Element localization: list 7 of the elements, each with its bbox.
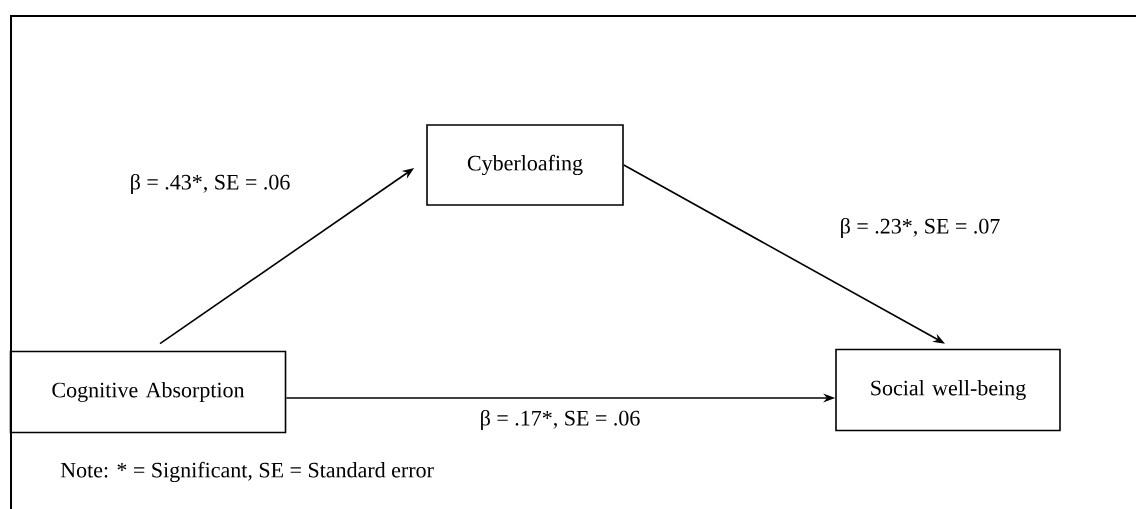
edge-label: β = .43*, SE = .06 xyxy=(128,172,292,196)
box: Cognitive Absorption xyxy=(9,350,287,434)
note: Note: * = Significant, SE = Standard error xyxy=(60,461,434,483)
edge-label: β = .17*, SE = .06 xyxy=(478,408,642,432)
box: Cyberloafing xyxy=(426,124,624,206)
box: Social well-being xyxy=(835,348,1061,432)
edge-label: β = .23*, SE = .07 xyxy=(838,216,1002,240)
